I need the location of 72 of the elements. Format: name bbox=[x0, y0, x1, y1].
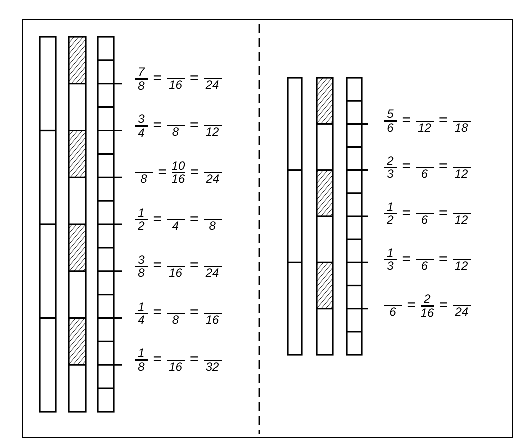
denominator: 24 bbox=[206, 266, 220, 279]
denominator: 8 bbox=[138, 80, 145, 92]
equals-sign: = bbox=[153, 72, 162, 86]
denominator: 8 bbox=[209, 220, 216, 232]
denominator: 12 bbox=[418, 122, 432, 134]
denominator: 8 bbox=[138, 360, 145, 373]
equals-sign: = bbox=[402, 206, 411, 220]
denominator: 6 bbox=[390, 306, 396, 318]
denominator: 32 bbox=[206, 360, 220, 373]
equals-sign: = bbox=[153, 259, 162, 274]
denominator: 8 bbox=[172, 126, 180, 138]
denominator: 4 bbox=[138, 314, 145, 326]
numerator: 1 bbox=[138, 347, 145, 360]
equals-sign: = bbox=[190, 72, 199, 86]
equals-sign: = bbox=[438, 252, 448, 267]
denominator: 12 bbox=[454, 168, 468, 180]
equals-sign: = bbox=[190, 166, 199, 180]
equals-sign: = bbox=[438, 160, 448, 174]
denominator: 16 bbox=[169, 266, 182, 279]
numerator: 1 bbox=[387, 246, 394, 259]
numerator: 10 bbox=[172, 160, 186, 172]
denominator: 16 bbox=[206, 314, 220, 326]
denominator: 24 bbox=[206, 173, 220, 186]
equals-sign: = bbox=[153, 212, 162, 226]
equals-sign: = bbox=[402, 252, 411, 267]
equals-sign: = bbox=[402, 114, 411, 128]
equals-sign: = bbox=[190, 353, 199, 368]
numerator: 2 bbox=[424, 293, 431, 306]
denominator: 8 bbox=[138, 267, 145, 280]
equals-sign: = bbox=[190, 259, 199, 274]
equals-sign: = bbox=[153, 118, 162, 133]
equals-sign: = bbox=[438, 114, 448, 128]
denominator: 6 bbox=[421, 260, 428, 272]
denominator: 4 bbox=[138, 126, 145, 138]
equals-sign: = bbox=[153, 306, 162, 320]
denominator: 16 bbox=[172, 173, 186, 186]
denominator: 2 bbox=[387, 214, 394, 226]
denominator: 24 bbox=[206, 79, 220, 92]
denominator: 8 bbox=[172, 314, 180, 326]
equals-sign: = bbox=[190, 212, 199, 226]
equals-sign: = bbox=[190, 118, 199, 133]
denominator: 16 bbox=[169, 360, 182, 373]
equals-sign: = bbox=[439, 298, 448, 313]
equals-sign: = bbox=[190, 306, 199, 320]
numerator: 1 bbox=[387, 200, 394, 213]
denominator: 16 bbox=[169, 79, 182, 92]
denominator: 2 bbox=[138, 220, 145, 232]
equals-sign: = bbox=[402, 160, 411, 174]
denominator: 12 bbox=[454, 214, 468, 226]
denominator: 6 bbox=[421, 214, 428, 226]
denominator: 18 bbox=[454, 122, 468, 134]
denominator: 4 bbox=[172, 220, 180, 232]
denominator: 3 bbox=[387, 260, 394, 272]
numerator: 5 bbox=[387, 108, 394, 120]
denominator: 8 bbox=[140, 173, 148, 186]
denominator: 12 bbox=[206, 126, 220, 138]
numerator: 2 bbox=[387, 154, 394, 167]
denominator: 6 bbox=[421, 168, 428, 180]
numerator: 1 bbox=[138, 300, 145, 312]
equals-sign: = bbox=[438, 206, 448, 220]
numerator: 1 bbox=[138, 206, 145, 219]
numerator: 3 bbox=[138, 113, 145, 125]
denominator: 16 bbox=[420, 306, 434, 319]
denominator: 6 bbox=[387, 122, 394, 134]
denominator: 3 bbox=[387, 168, 394, 180]
numerator: 3 bbox=[138, 254, 145, 266]
equals-sign: = bbox=[407, 298, 416, 313]
equals-sign: = bbox=[153, 353, 162, 368]
numerator: 7 bbox=[138, 66, 145, 78]
denominator: 24 bbox=[455, 306, 469, 318]
equals-sign: = bbox=[158, 166, 167, 180]
denominator: 12 bbox=[454, 260, 468, 272]
